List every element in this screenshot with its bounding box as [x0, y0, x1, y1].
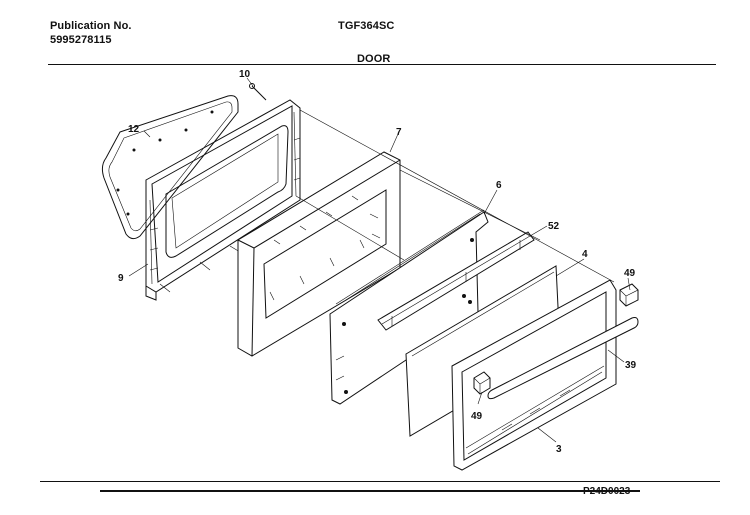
section-title: DOOR — [357, 53, 391, 65]
screw-part — [249, 83, 267, 101]
model-number: TGF364SC — [338, 20, 395, 32]
callout-52: 52 — [548, 221, 560, 232]
door-gasket-part — [101, 95, 239, 240]
callout-49-left: 49 — [471, 411, 483, 422]
leader-lines — [128, 77, 631, 443]
callout-4: 4 — [582, 249, 588, 260]
header-rule — [48, 64, 716, 65]
alignment-lines — [295, 109, 615, 283]
handle-endcap-left-part — [473, 371, 491, 395]
footer-rule-thick — [100, 490, 640, 492]
callout-3: 3 — [556, 444, 562, 455]
callout-9: 9 — [118, 273, 124, 284]
handle-endcap-right-part — [619, 283, 639, 307]
trim-strip-part — [377, 231, 535, 331]
callout-49-right: 49 — [624, 268, 636, 279]
publication-number: 5995278115 — [50, 34, 112, 46]
door-handle-part — [487, 317, 639, 400]
callout-6: 6 — [496, 180, 502, 191]
footer-rule-thin — [40, 481, 720, 482]
publication-label: Publication No. — [50, 20, 132, 32]
callout-7: 7 — [396, 127, 402, 138]
callout-39: 39 — [625, 360, 637, 371]
inner-door-liner-part — [145, 99, 301, 301]
callout-10: 10 — [239, 69, 251, 80]
callout-12: 12 — [128, 124, 140, 135]
